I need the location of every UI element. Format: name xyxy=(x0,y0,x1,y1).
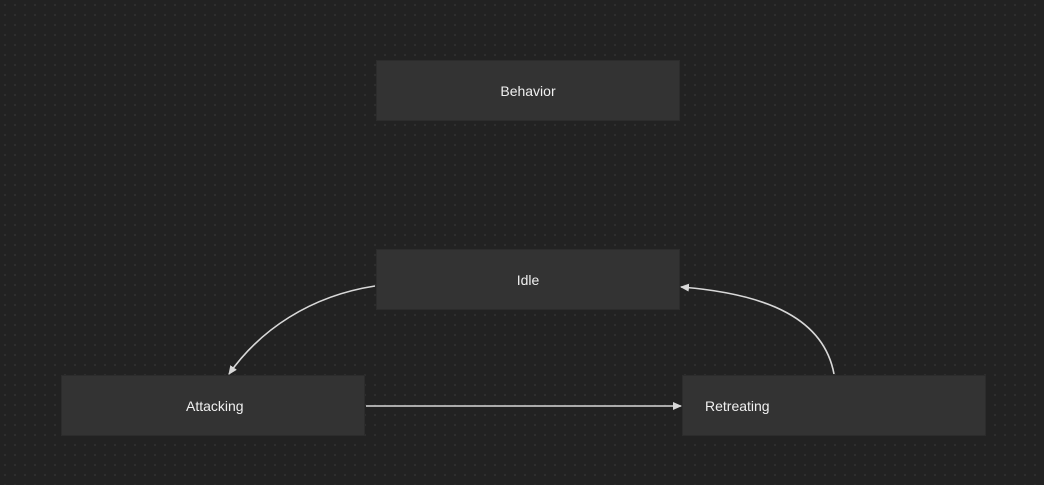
node-idle[interactable]: Idle xyxy=(376,249,680,310)
edge-retreating-to-idle[interactable] xyxy=(680,283,835,375)
edge-idle-to-attacking[interactable] xyxy=(228,285,376,375)
node-label: Idle xyxy=(516,271,540,288)
node-retreating[interactable]: Retreating xyxy=(682,375,986,436)
node-attacking[interactable]: Attacking xyxy=(61,375,365,436)
node-label: Attacking xyxy=(186,397,244,414)
node-label: Retreating xyxy=(705,397,770,414)
node-behavior[interactable]: Behavior xyxy=(376,60,680,121)
node-label: Behavior xyxy=(500,82,556,99)
